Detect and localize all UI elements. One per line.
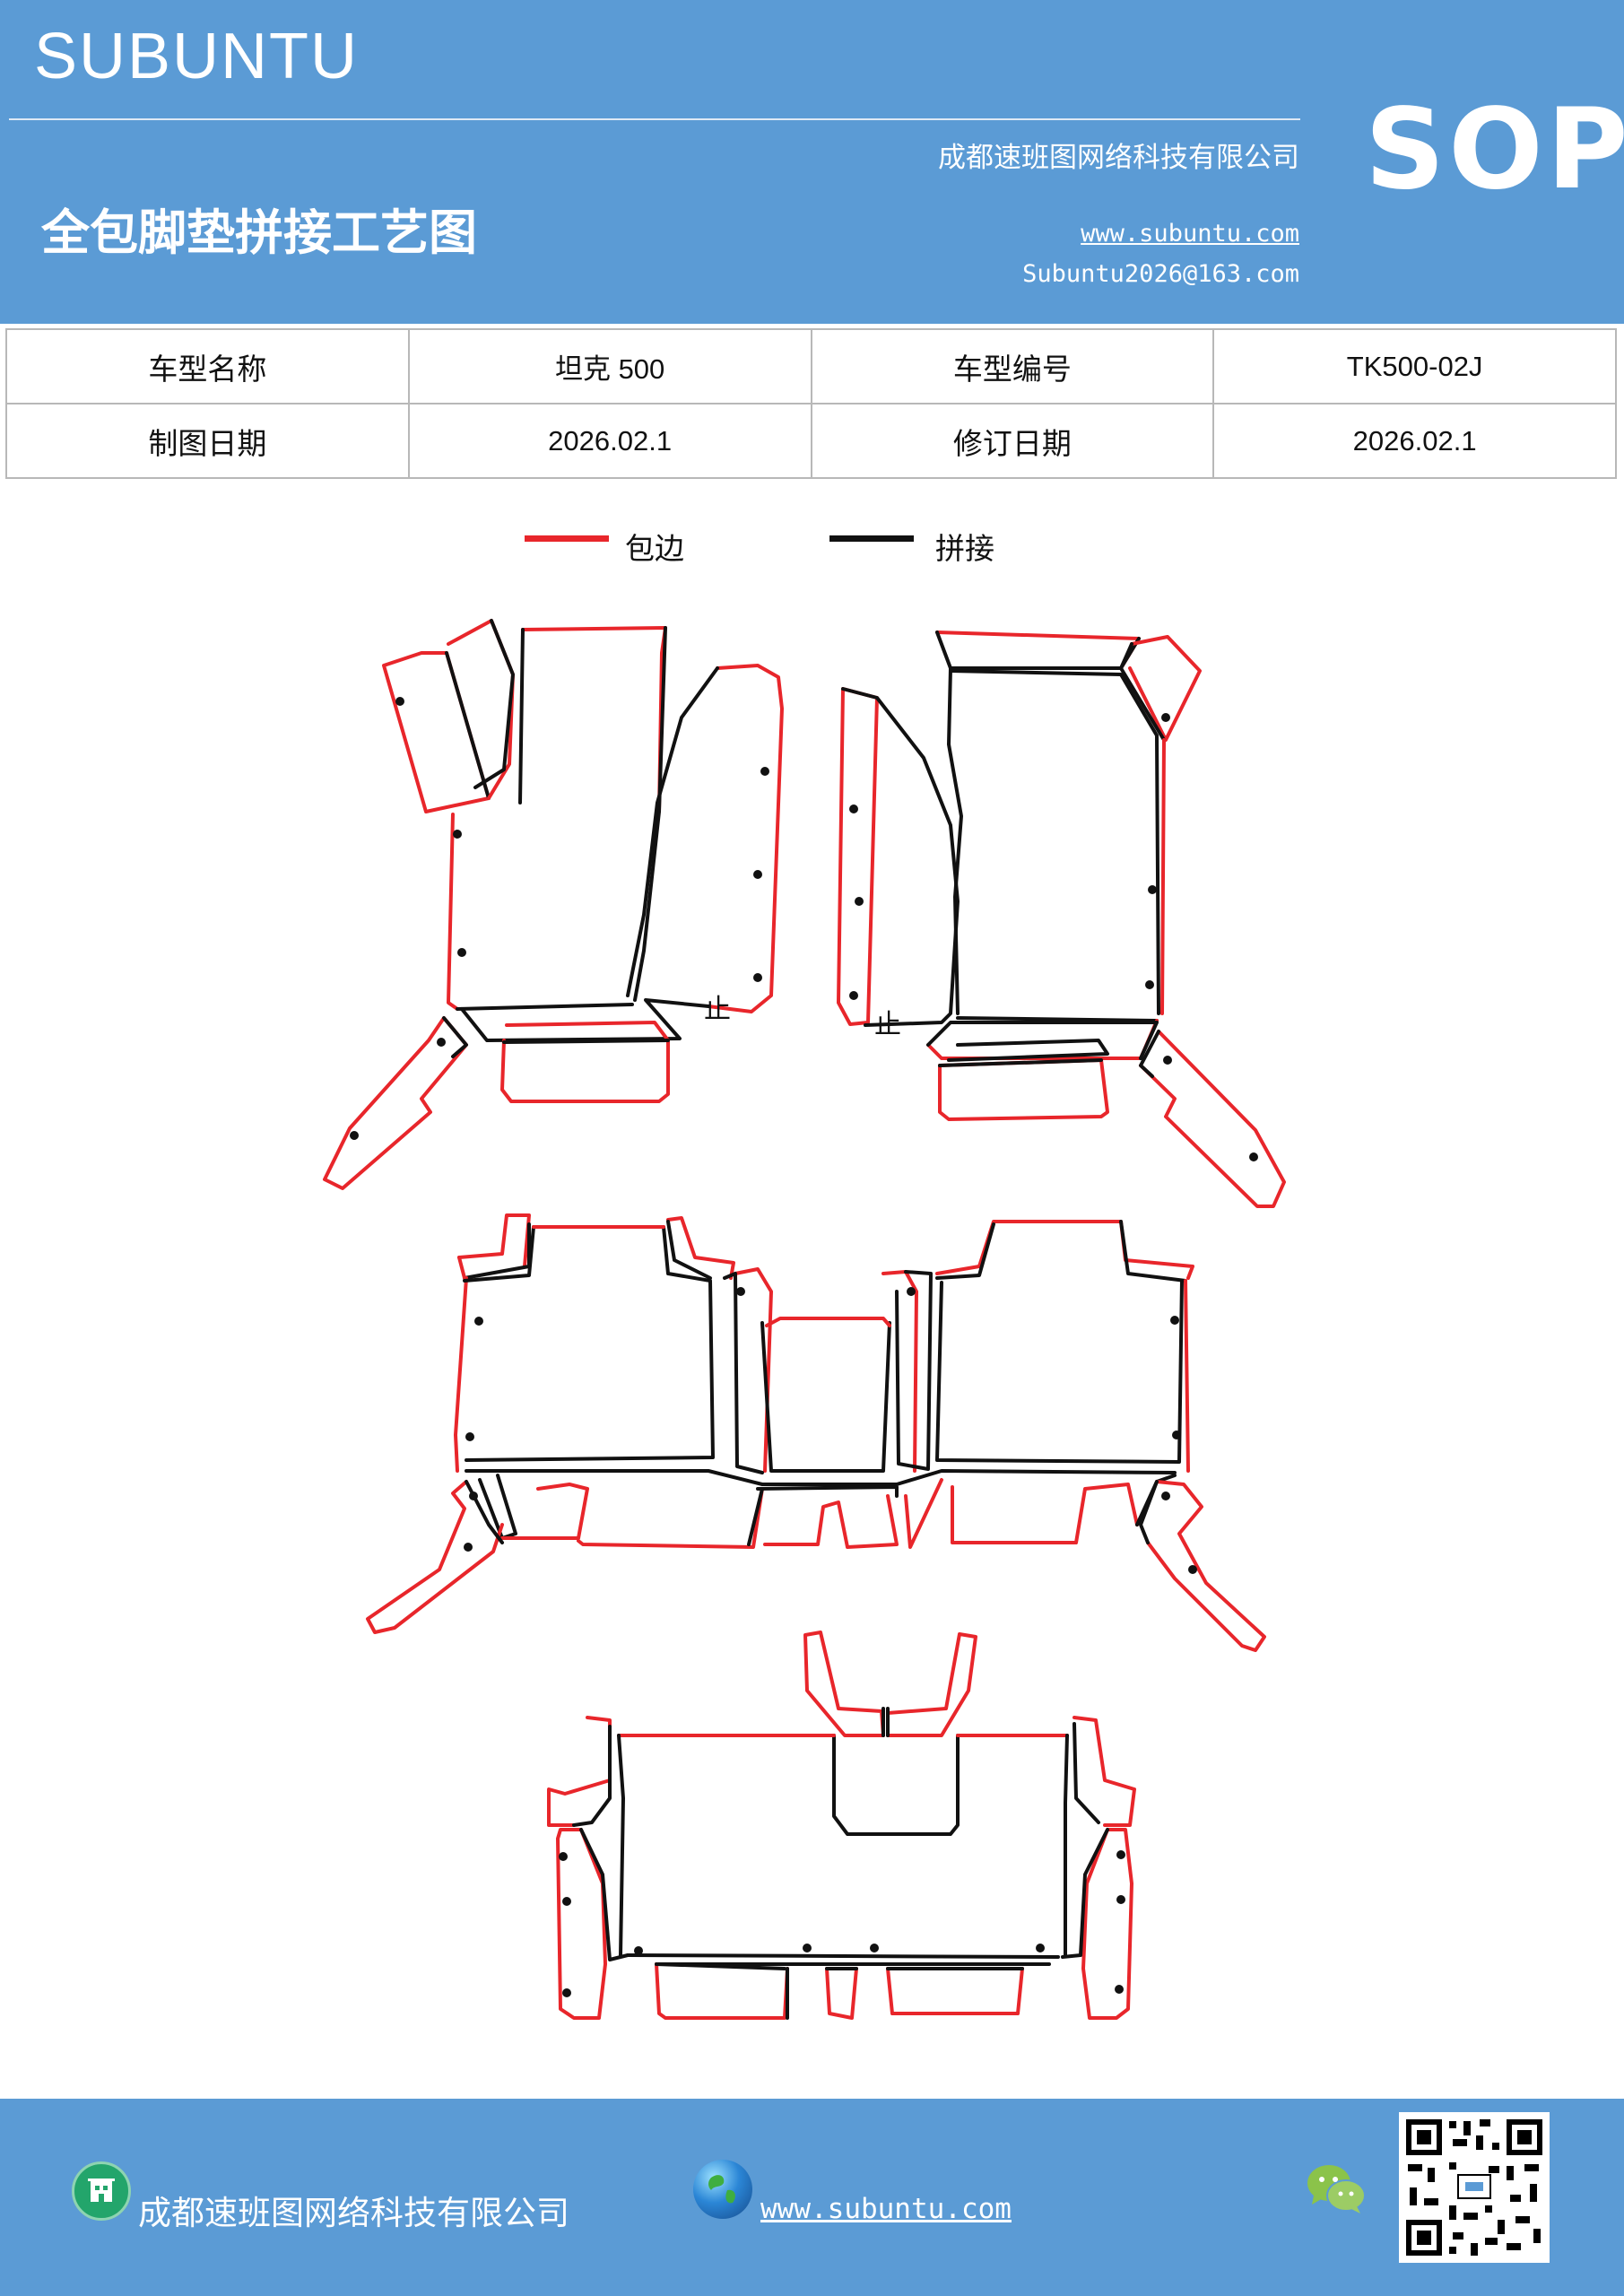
header-website-link[interactable]: www.subuntu.com — [1081, 220, 1299, 248]
header-band — [0, 0, 1624, 324]
legend-splice-label: 拼接 — [935, 531, 994, 566]
table-row: 车型名称 坦克 500 车型编号 TK500-02J — [5, 328, 1617, 404]
model-code-label: 车型编号 — [810, 328, 1215, 404]
header-email: Subuntu2026@163.com — [1022, 260, 1299, 288]
legend-edge-label: 包边 — [625, 531, 684, 566]
model-name-value: 坦克 500 — [407, 328, 812, 404]
header-company-name: 成都速班图网络科技有限公司 — [938, 142, 1299, 174]
brand-name: SUBUNTU — [34, 21, 360, 92]
wechat-icon[interactable] — [1305, 2161, 1368, 2217]
document-title: 全包脚垫拼接工艺图 — [41, 204, 477, 261]
third-row-mat — [547, 1631, 1136, 2020]
front-left-mat: 止 — [323, 619, 784, 1190]
vehicle-info-table: 车型名称 坦克 500 车型编号 TK500-02J 制图日期 2026.02.… — [5, 328, 1617, 479]
building-icon — [72, 2161, 131, 2221]
front-right-mat: 止 — [837, 631, 1286, 1208]
svg-text:止: 止 — [874, 1009, 901, 1040]
draw-date-value: 2026.02.1 — [407, 403, 812, 479]
floor-mat-splice-diagram: 止 止 — [323, 619, 1286, 2020]
sop-badge: SOP — [1365, 85, 1624, 214]
qr-code — [1399, 2112, 1550, 2263]
revise-date-value: 2026.02.1 — [1212, 403, 1617, 479]
legend-edge: 包边 — [525, 525, 722, 570]
legend-splice: 拼接 — [829, 525, 1027, 570]
globe-icon — [693, 2160, 752, 2219]
revise-date-label: 修订日期 — [810, 403, 1215, 479]
table-row: 制图日期 2026.02.1 修订日期 2026.02.1 — [5, 403, 1617, 479]
svg-text:止: 止 — [704, 994, 731, 1025]
legend-splice-swatch — [829, 535, 914, 542]
legend-edge-swatch — [525, 535, 609, 542]
second-row-mat — [366, 1213, 1266, 1652]
header-divider — [9, 118, 1300, 120]
draw-date-label: 制图日期 — [5, 403, 410, 479]
model-code-value: TK500-02J — [1212, 328, 1617, 404]
model-name-label: 车型名称 — [5, 328, 410, 404]
footer-website-link[interactable]: www.subuntu.com — [760, 2193, 1012, 2225]
footer-company-name: 成都速班图网络科技有限公司 — [138, 2194, 569, 2232]
